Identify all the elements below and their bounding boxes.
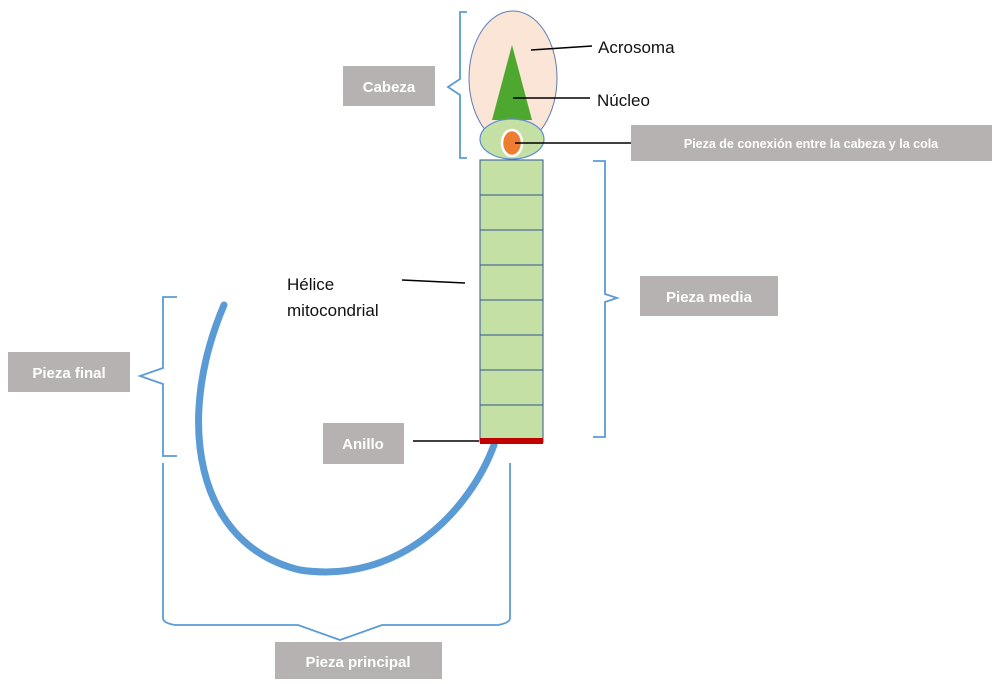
label-box-pieza-final: Pieza final — [8, 352, 130, 392]
label-pieza-media: Pieza media — [666, 289, 753, 306]
leader-line-helice — [402, 280, 465, 283]
label-pieza-conexion: Pieza de conexión entre la cabeza y la c… — [684, 137, 939, 151]
label-box-pieza-media: Pieza media — [640, 276, 778, 316]
label-acrosoma: Acrosoma — [598, 38, 675, 57]
label-anillo: Anillo — [342, 436, 384, 453]
midpiece-body — [480, 160, 543, 442]
midpiece — [480, 160, 543, 442]
label-box-anillo: Anillo — [323, 423, 404, 464]
annulus — [480, 438, 543, 444]
bracket-pieza-media — [593, 161, 617, 437]
label-helice-line2: mitocondrial — [287, 301, 379, 320]
label-helice-line1: Hélice — [287, 275, 334, 294]
label-cabeza: Cabeza — [363, 79, 416, 96]
label-pieza-final: Pieza final — [32, 365, 105, 382]
bracket-cabeza — [448, 12, 467, 158]
label-box-pieza-principal: Pieza principal — [275, 642, 442, 679]
label-box-cabeza: Cabeza — [343, 66, 435, 106]
label-box-pieza-conexion: Pieza de conexión entre la cabeza y la c… — [631, 125, 992, 161]
bracket-pieza-final — [140, 297, 177, 456]
label-nucleo: Núcleo — [597, 91, 650, 110]
bracket-pieza-principal — [163, 463, 510, 640]
label-pieza-principal: Pieza principal — [305, 654, 410, 671]
